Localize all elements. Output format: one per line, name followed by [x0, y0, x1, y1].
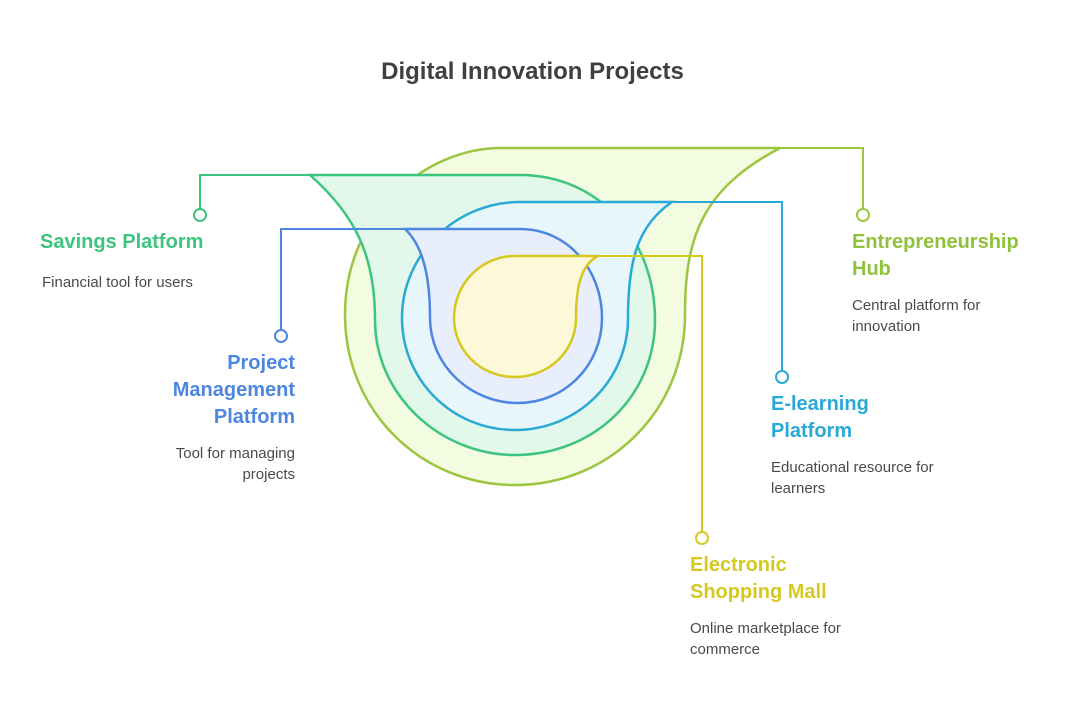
- savings-dot: [193, 208, 207, 222]
- savings-heading: Savings Platform: [40, 231, 204, 253]
- shopping-description: Online marketplace for commerce: [690, 620, 841, 658]
- elearning-description: Educational resource for learners: [771, 459, 934, 497]
- shopping-connector: [598, 255, 703, 532]
- shopping-heading: Electronic Shopping Mall: [690, 554, 827, 603]
- savings-connector: [199, 174, 310, 209]
- entrepreneurship-dot: [856, 208, 870, 222]
- page-title: Digital Innovation Projects: [381, 58, 684, 85]
- project-dot: [274, 329, 288, 343]
- elearning-heading: E-learning Platform: [771, 393, 869, 442]
- entrepreneurship-heading: Entrepreneurship Hub: [852, 231, 1019, 280]
- project-description: Tool for managing projects: [175, 445, 295, 483]
- elearning-connector: [672, 201, 783, 371]
- shopping-dot: [695, 531, 709, 545]
- entrepreneurship-description: Central platform for innovation: [852, 297, 981, 335]
- project-connector: [280, 228, 405, 330]
- elearning-dot: [775, 370, 789, 384]
- shopping-ring: [452, 254, 599, 379]
- savings-description: Financial tool for users: [42, 274, 193, 291]
- entrepreneurship-connector: [780, 147, 864, 209]
- project-heading: Project Management Platform: [172, 352, 295, 428]
